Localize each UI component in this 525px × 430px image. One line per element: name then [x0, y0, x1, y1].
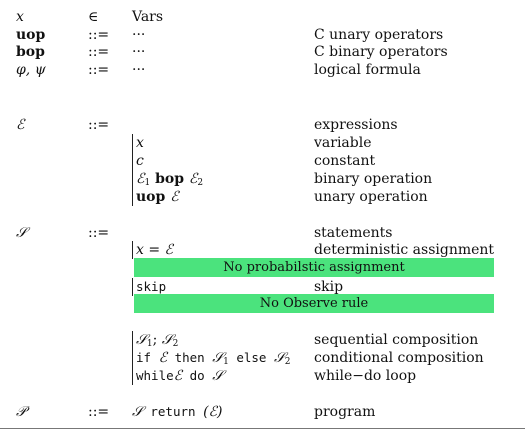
grammar-row-formula: φ, ψ ::= ··· logical formula — [0, 61, 525, 79]
do-keyword: do — [182, 368, 213, 383]
ellipsis: ··· — [132, 27, 146, 43]
bop-keyword: bop — [150, 171, 189, 187]
defines-op: ::= — [88, 117, 110, 133]
stmt-alt-conditional: if ℰ then 𝒮1 else 𝒮2 conditional composi… — [0, 349, 525, 371]
highlight-banner-no-observe: No Observe rule — [134, 294, 494, 313]
alt-rhs: 𝒮1; 𝒮2 — [132, 331, 178, 353]
description: binary operation — [314, 171, 433, 187]
bottom-rule — [0, 428, 525, 429]
if-keyword: if — [136, 350, 159, 365]
ellipsis: ··· — [132, 44, 146, 60]
alt-rhs: x = ℰ — [132, 241, 173, 259]
uop-keyword: uop — [136, 189, 171, 205]
alt-rhs: uop ℰ — [132, 188, 179, 206]
grammar-row-statements: 𝒮 ::= statements — [0, 224, 525, 242]
defines-op: ::= — [88, 404, 110, 420]
then-keyword: then — [167, 350, 213, 365]
expr-symbol: ℰ — [136, 171, 145, 187]
description: sequential composition — [314, 332, 479, 348]
description: skip — [314, 279, 344, 295]
expr-symbol: ℰ — [170, 189, 179, 205]
nonterminal-phi-psi: φ, ψ — [16, 62, 46, 78]
stmt-symbol: 𝒮 — [212, 368, 224, 384]
description: statements — [314, 225, 393, 241]
alt-rhs: ℰ1 bop ℰ2 — [132, 170, 203, 192]
membership-op: ∈ — [88, 9, 99, 25]
alt-rhs: c — [132, 152, 144, 170]
expr-alt-binary: ℰ1 bop ℰ2 binary operation — [0, 170, 525, 192]
grammar-row-vars: x ∈ Vars — [0, 8, 525, 26]
defines-op: ::= — [88, 27, 110, 43]
defines-op: ::= — [88, 62, 110, 78]
nonterminal-x: x — [16, 9, 24, 25]
highlight-banner-no-prob-assign: No probabilstic assignment — [134, 258, 494, 277]
subscript: 1 — [223, 357, 229, 367]
while-keyword: while — [136, 368, 174, 383]
grammar-row-program: 𝒫 ::= 𝒮 return (ℰ) program — [0, 403, 525, 421]
else-keyword: else — [228, 350, 274, 365]
subscript: 1 — [146, 339, 153, 349]
return-keyword: return — [142, 404, 204, 419]
vars-label: Vars — [132, 9, 164, 25]
stmt-alt-assignment: x = ℰ deterministic assignment — [0, 241, 525, 259]
subscript: 2 — [172, 339, 179, 349]
description: logical formula — [314, 62, 421, 78]
alt-rhs: if ℰ then 𝒮1 else 𝒮2 — [132, 349, 291, 371]
description: variable — [314, 135, 372, 151]
expr-alt-constant: c constant — [0, 152, 525, 170]
expr-symbol: ℰ — [188, 171, 198, 187]
description: C unary operators — [314, 27, 444, 43]
description: C binary operators — [314, 44, 448, 60]
stmt-symbol: 𝒮 — [212, 350, 224, 366]
ellipsis: ··· — [132, 62, 146, 78]
stmt-symbol: 𝒮 — [273, 350, 285, 366]
stmt-alt-sequence: 𝒮1; 𝒮2 sequential composition — [0, 331, 525, 353]
nonterminal-expr: ℰ — [16, 117, 25, 133]
grammar-row-expressions: ℰ ::= expressions — [0, 116, 525, 134]
alt-rhs: skip — [132, 278, 166, 296]
description: expressions — [314, 117, 398, 133]
stmt-symbol: 𝒮 — [136, 332, 147, 348]
alt-rhs: x — [132, 134, 144, 152]
expr-symbol: ℰ — [158, 350, 168, 366]
description: constant — [314, 153, 376, 169]
stmt-symbol: 𝒮 — [132, 404, 143, 420]
stmt-alt-skip: skip skip — [0, 278, 525, 296]
defines-op: ::= — [88, 44, 110, 60]
nonterminal-uop: uop — [16, 27, 46, 43]
prog-rhs: 𝒮 return (ℰ) — [132, 403, 222, 421]
expr-alt-variable: x variable — [0, 134, 525, 152]
description: program — [314, 404, 376, 420]
description: while−do loop — [314, 368, 417, 384]
nonterminal-stmt: 𝒮 — [16, 225, 27, 241]
grammar-row-uop: uop ::= ··· C unary operators — [0, 26, 525, 44]
expr-symbol: ℰ — [173, 368, 183, 384]
description: conditional composition — [314, 350, 484, 366]
grammar-row-bop: bop ::= ··· C binary operators — [0, 43, 525, 61]
subscript: 1 — [144, 178, 151, 188]
subscript: 2 — [197, 178, 204, 188]
return-arg: (ℰ) — [203, 404, 223, 420]
expr-alt-unary: uop ℰ unary operation — [0, 188, 525, 206]
stmt-symbol: 𝒮 — [161, 332, 173, 348]
description: deterministic assignment — [314, 242, 495, 258]
seq-separator: ; — [152, 332, 162, 348]
nonterminal-bop: bop — [16, 44, 45, 60]
subscript: 2 — [284, 357, 291, 367]
defines-op: ::= — [88, 225, 110, 241]
stmt-alt-while: whileℰ do 𝒮 while−do loop — [0, 367, 525, 385]
description: unary operation — [314, 189, 428, 205]
nonterminal-prog: 𝒫 — [16, 404, 27, 420]
alt-rhs: whileℰ do 𝒮 — [132, 367, 223, 385]
